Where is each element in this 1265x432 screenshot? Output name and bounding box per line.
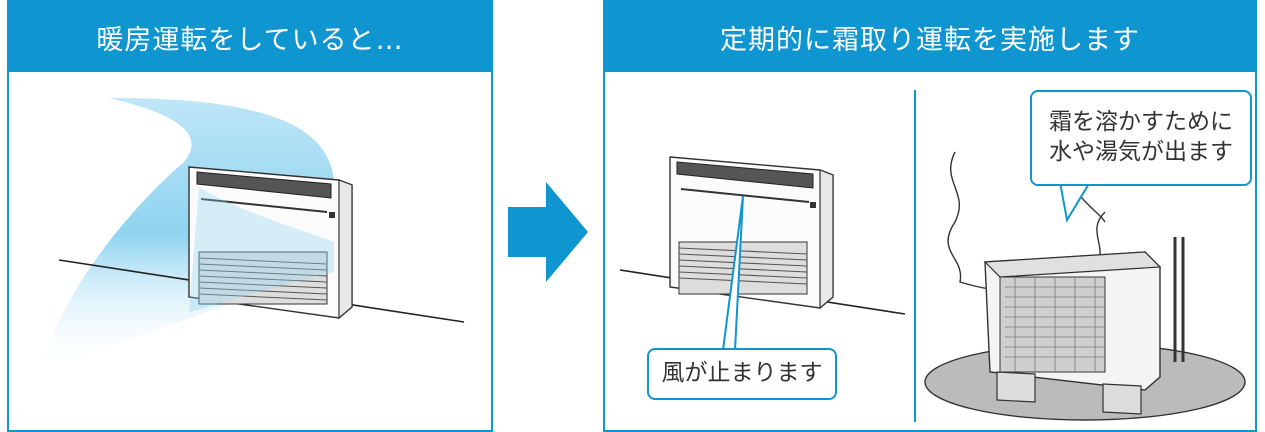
steam-outline	[947, 151, 1106, 293]
right-arrow-icon	[508, 182, 588, 282]
indoor-unit-stopped	[669, 156, 834, 310]
indoor-unit	[188, 166, 353, 320]
defrost-panel: 定期的に霜取り運転を実施します	[603, 0, 1257, 432]
heating-panel-title: 暖房運転をしていると…	[9, 2, 491, 72]
steam-caption-line2: 水や湯気が出ます	[1049, 139, 1233, 165]
defrost-illustration	[619, 90, 1246, 422]
defrost-panel-title: 定期的に霜取り運転を実施します	[605, 2, 1255, 72]
heating-illustration	[39, 98, 465, 372]
warm-air-flow	[39, 98, 334, 372]
wind-stops-text: 風が止まります	[661, 360, 823, 387]
heating-panel: 暖房運転をしていると…	[7, 0, 493, 432]
wind-stops-caption: 風が止まります	[647, 348, 837, 400]
steam-caption-line1: 霜を溶かすために	[1049, 109, 1233, 136]
steam-caption: 霜を溶かすために 水や湯気が出ます	[1030, 90, 1252, 186]
outdoor-unit	[983, 237, 1185, 415]
